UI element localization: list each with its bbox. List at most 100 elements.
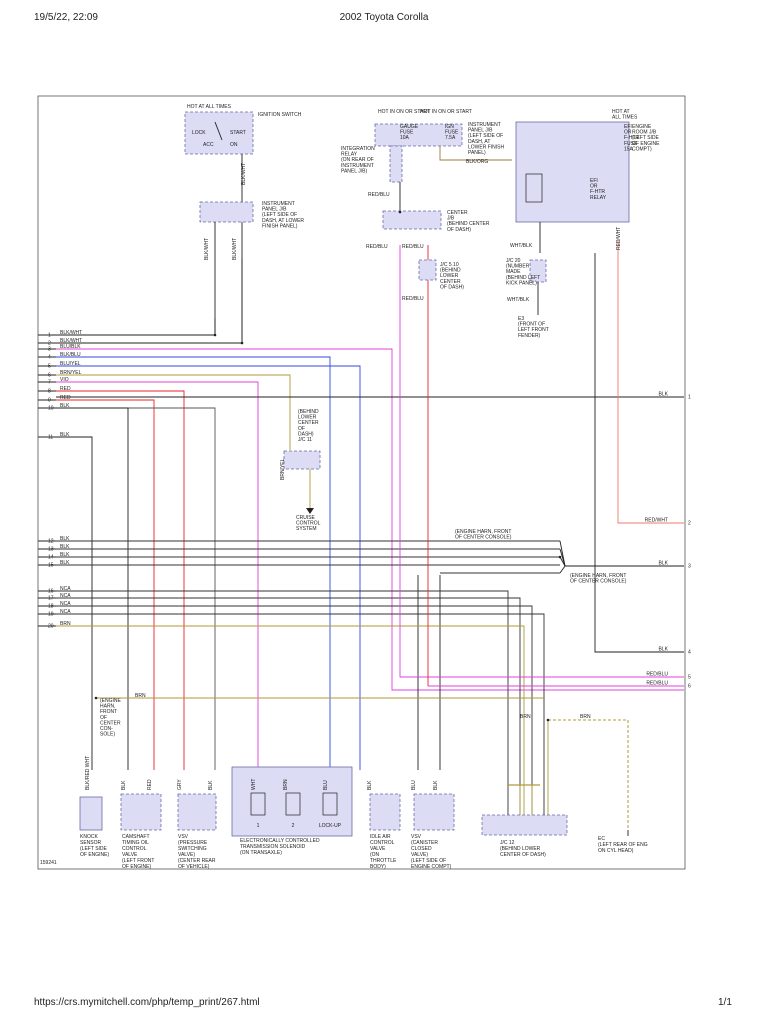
vsv-canister-box xyxy=(413,793,455,831)
engine-harn-left-label: HARN, xyxy=(100,704,116,710)
integration-relay-label: (ON REAR OF xyxy=(341,157,374,163)
pin-wire-label: RED/BLU xyxy=(646,672,668,678)
camshaft-valve-label: CAMSHAFT xyxy=(122,834,150,840)
jc12-label: CENTER OF DASH) xyxy=(500,852,546,858)
instrument-panel-jb-left xyxy=(199,201,254,223)
ect-solenoid-label: (ON TRANSAXLE) xyxy=(240,850,282,856)
pin-number-left: 12 xyxy=(48,539,54,545)
vsv-canister-label: VSV xyxy=(411,834,422,840)
ignition-switch-title: IGNITION SWITCH xyxy=(258,112,302,118)
efi-relay-label: F-HTR xyxy=(590,189,605,195)
pin-wire-label: BLU/BLK xyxy=(60,344,81,350)
jc11-label: J/C 11 xyxy=(298,437,312,443)
idle-air-label: CONTROL xyxy=(370,840,395,846)
cruise-control-label: SYSTEM xyxy=(296,526,317,532)
wire-blk-10 xyxy=(56,407,216,770)
pin-number-left: 14 xyxy=(48,555,54,561)
wire-nca xyxy=(56,597,521,815)
figure-id: 159241 xyxy=(40,860,57,866)
pin-number-left: 7 xyxy=(48,380,51,386)
ignition-on-label: ON xyxy=(230,142,238,148)
instrument-panel-jb-top-label: DASH, AT xyxy=(468,139,490,145)
ign-fuse-label: FUSE xyxy=(445,130,459,136)
vsv-pressure-label: VSV xyxy=(178,834,189,840)
center-jb-label: (BEHIND CENTER xyxy=(447,221,490,227)
jc12-box xyxy=(481,814,568,836)
integration-relay-label: PANEL J/B) xyxy=(341,168,367,174)
wire-vio xyxy=(56,381,259,770)
jc11-label: LOWER xyxy=(298,415,317,421)
knock-sensor-label: (LEFT SIDE xyxy=(80,846,108,852)
ec-ground-label: (LEFT REAR OF ENG xyxy=(598,842,648,848)
efi-relay-label: RELAY xyxy=(590,195,607,201)
jc11-label: DASH) xyxy=(298,431,314,437)
wire-label-brn: BRN xyxy=(580,714,591,720)
efi-relay-coil xyxy=(525,173,543,203)
integration-relay-label: RELAY xyxy=(341,152,358,158)
pin-wire-label: RED xyxy=(60,386,71,392)
instrument-panel-jb-top-label: PANEL J/B xyxy=(468,128,493,134)
wire-label-vertical: BLK xyxy=(121,780,127,790)
wire-label: BRN/YEL xyxy=(280,458,286,480)
camshaft-valve-label: OF ENGINE) xyxy=(122,864,152,870)
wire-nca xyxy=(56,613,545,815)
pin-number-left: 2 xyxy=(48,341,51,347)
switch-contact xyxy=(214,121,223,141)
solenoid-coil xyxy=(250,792,266,816)
e3-ground-label: E3 xyxy=(518,316,524,322)
wire-blk-merge xyxy=(559,565,566,574)
engine-room-jb-label: ROOM J/B xyxy=(632,130,657,136)
ect-solenoid-label: ELECTRONICALLY CONTROLLED xyxy=(240,838,320,844)
solenoid-pin-label: LOCK-UP xyxy=(319,823,342,829)
integration-relay-box xyxy=(389,145,403,183)
engine-harn-left-label: OF xyxy=(100,715,107,721)
pin-number-left: 15 xyxy=(48,563,54,569)
vsv-pressure-label: VALVE) xyxy=(178,852,195,858)
junction-dot xyxy=(546,718,550,722)
gauge-fuse-label: GAUGE xyxy=(400,124,419,130)
jc5-label: LOWER xyxy=(440,273,459,279)
ec-ground-label: ON CYL HEAD) xyxy=(598,848,634,854)
pin-wire-label: BRN/YEL xyxy=(60,370,82,376)
pin-number-right: 6 xyxy=(688,684,691,690)
instrument-panel-jb-top-label: LOWER FINISH xyxy=(468,144,505,150)
pin-wire-label: NCA xyxy=(60,601,71,607)
center-jb-box xyxy=(382,210,442,230)
wire-red-9 xyxy=(56,399,155,770)
pin-wire-label: NCA xyxy=(60,593,71,599)
print-url[interactable]: https://crs.mymitchell.com/php/temp_prin… xyxy=(34,997,260,1008)
pin-number-right: 5 xyxy=(688,675,691,681)
pin-number-left: 16 xyxy=(48,589,54,595)
efi-fuse-label: OR xyxy=(624,130,632,136)
vsv-pressure-label: SWITCHING xyxy=(178,846,207,852)
pin-wire-label: NCA xyxy=(60,586,71,592)
wire-label: RED/BLU xyxy=(402,244,424,250)
wire-blk-org xyxy=(439,146,512,161)
pin-number-left: 10 xyxy=(48,406,54,412)
wire-label-vertical: BRN xyxy=(283,779,289,790)
engine-harn-left-label: FRONT xyxy=(100,709,117,715)
wire-blu-blk xyxy=(56,348,684,691)
wire-red-blu-5 xyxy=(399,245,684,678)
pin-wire-label: RED/WHT xyxy=(645,518,668,524)
engine-room-jb-label: ENGINE xyxy=(632,124,652,130)
wire-blk-merge xyxy=(559,556,566,567)
junction-dot xyxy=(240,341,244,345)
pin-number-right: 2 xyxy=(688,521,691,527)
wire-blk-blu xyxy=(56,356,331,770)
efi-fuse-label: F-HTR xyxy=(624,135,639,141)
jc11-label: (BEHIND xyxy=(298,409,319,415)
pin-wire-label: BLU/YEL xyxy=(60,361,81,367)
engine-harn-lower-label: (ENGINE HARN, FRONT xyxy=(570,573,626,579)
wire-label-blk-wht: BLK/WHT xyxy=(241,163,247,185)
pin-wire-label: BLK xyxy=(659,647,669,653)
instrument-panel-jb-left-label: DASH, AT LOWER xyxy=(262,218,304,224)
pin-wire-label: BRN xyxy=(60,621,71,627)
ign-fuse-label: IGN xyxy=(445,124,454,130)
pin-wire-label: BLK xyxy=(60,536,70,542)
engine-harn-upper-label: (ENGINE HARN, FRONT xyxy=(455,529,511,535)
engine-harn-lower-label: OF CENTER CONSOLE) xyxy=(570,579,627,585)
jc11-box xyxy=(283,450,321,470)
instrument-panel-jb-left-label: INSTRUMENT xyxy=(262,201,295,207)
pin-wire-label: BLK/WHT xyxy=(60,338,82,344)
